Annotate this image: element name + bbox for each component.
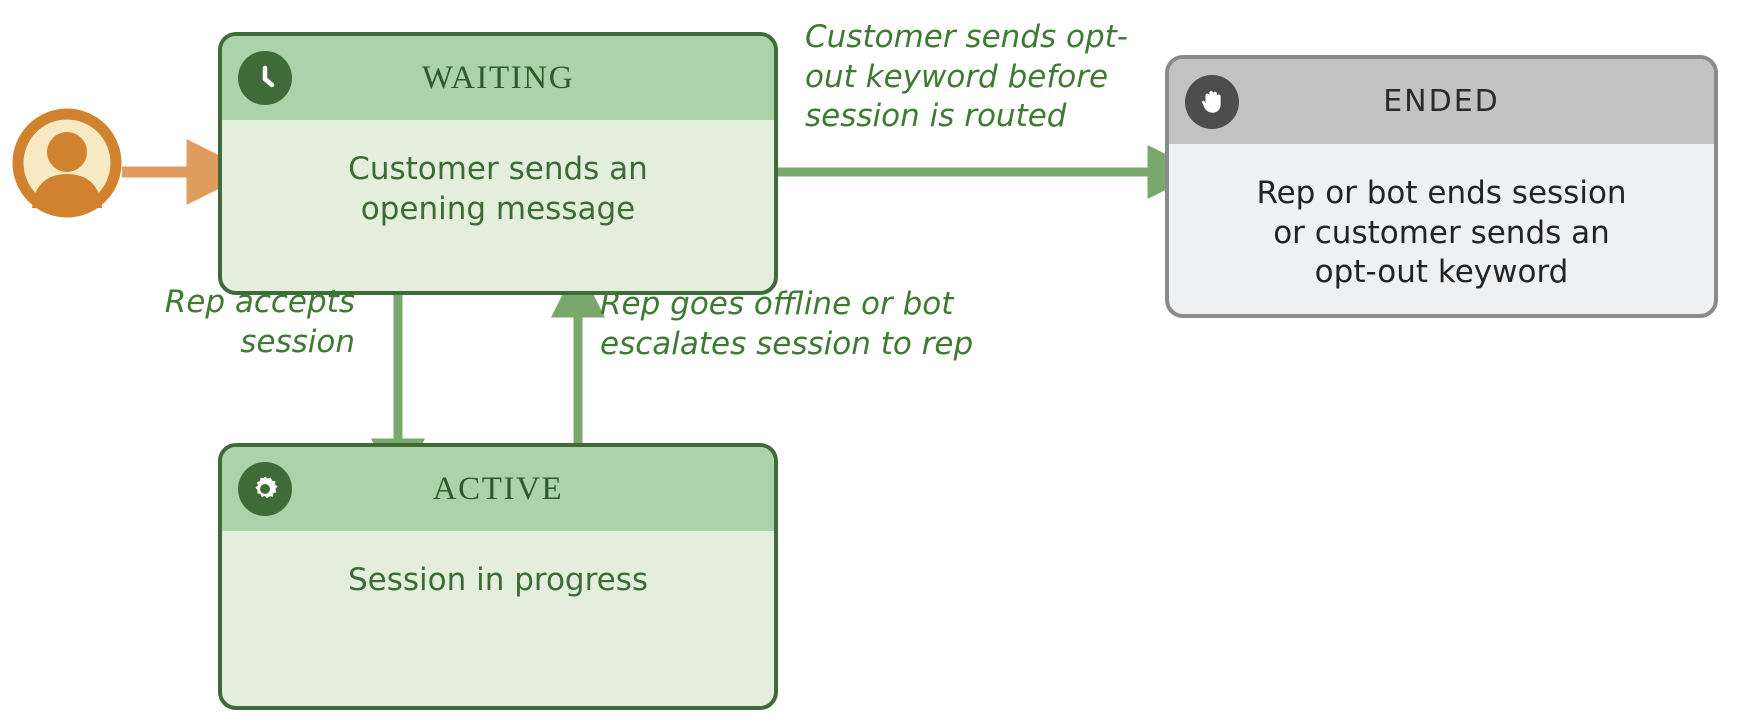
state-title-ended: ENDED — [1383, 84, 1500, 119]
state-header-ended: ENDED — [1169, 59, 1714, 144]
transition-label-waiting-to-active: Rep accepts session — [164, 284, 355, 360]
clock-icon — [238, 51, 292, 105]
state-box-ended[interactable]: ENDED Rep or bot ends session or custome… — [1165, 55, 1718, 318]
state-header-active: ACTIVE — [222, 447, 774, 531]
state-title-waiting: WAITING — [421, 59, 575, 96]
state-body-text-active: Session in progress — [347, 562, 649, 598]
state-title-active: ACTIVE — [432, 470, 564, 507]
state-body-waiting: Customer sends an opening message — [222, 120, 774, 291]
state-box-active[interactable]: ACTIVE Session in progress — [218, 443, 778, 710]
person-icon — [12, 108, 122, 218]
state-body-ended: Rep or bot ends session or customer send… — [1169, 144, 1714, 314]
customer-actor — [12, 108, 122, 218]
transition-label-waiting-to-ended: Customer sends opt- out keyword before s… — [805, 19, 1128, 135]
state-box-waiting[interactable]: WAITING Customer sends an opening messag… — [218, 32, 778, 295]
hand-icon — [1185, 74, 1239, 129]
state-header-waiting: WAITING — [222, 36, 774, 120]
transition-label-active-to-waiting: Rep goes offline or bot escalates sessio… — [600, 286, 974, 362]
gear-icon — [238, 462, 292, 516]
state-body-text-ended: Rep or bot ends session or customer send… — [1256, 175, 1627, 291]
state-body-active: Session in progress — [222, 531, 774, 706]
state-body-text-waiting: Customer sends an opening message — [348, 151, 648, 227]
